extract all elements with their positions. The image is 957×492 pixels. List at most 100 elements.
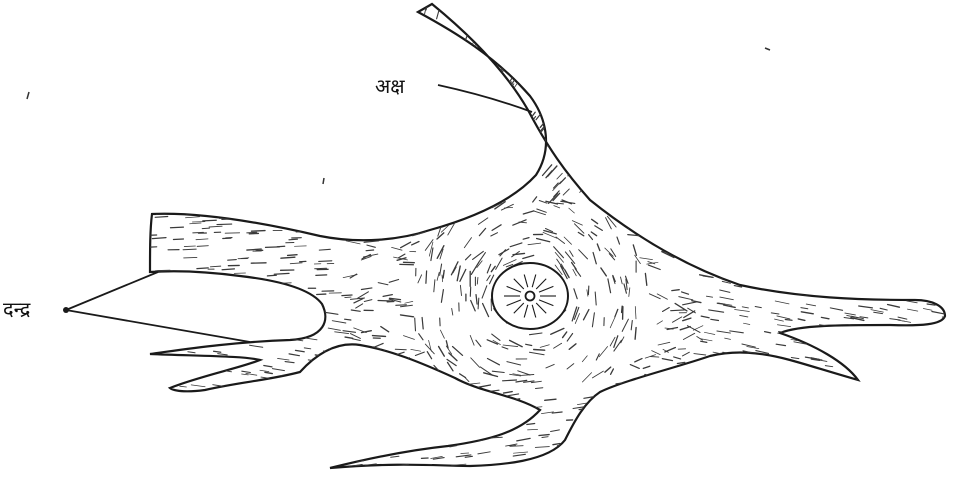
fibril-stroke [188,443,200,445]
fibril-stroke [775,208,787,210]
fibril-stroke [604,45,616,49]
fibril-stroke [373,168,380,171]
fibril-stroke [211,19,219,20]
fibril-stroke [280,191,291,192]
fibril-stroke [270,9,281,10]
fibril-stroke [307,409,316,410]
fibril-stroke [493,130,496,136]
fibril-stroke [336,470,345,471]
fibril-stroke [816,145,829,147]
fibril-stroke [915,292,924,293]
fibril-stroke [765,399,775,401]
fibril-stroke [752,378,766,381]
fibril-stroke [771,22,784,24]
fibril-stroke [745,151,756,153]
fibril-stroke [934,243,941,245]
fibril-stroke [705,422,719,425]
fibril-stroke [837,59,847,61]
fibril-stroke [236,64,246,65]
fibril-stroke [592,149,601,156]
fibril-stroke [936,433,948,435]
fibril-stroke [429,45,432,58]
fibril-stroke [224,192,231,193]
fibril-stroke [327,435,335,436]
fibril-stroke [199,475,206,476]
fibril-stroke [587,154,597,162]
fibril-stroke [670,250,681,253]
fibril-stroke [803,413,813,415]
fibril-stroke [264,57,273,58]
fibril-stroke [931,6,943,9]
fibril-stroke [541,12,547,19]
fibril-stroke [748,98,757,100]
fibril-stroke [742,167,752,169]
fibril-stroke [496,42,499,48]
fibril-stroke [669,53,678,57]
fibril-stroke [832,57,844,59]
fibril-stroke [835,26,844,27]
fibril-stroke [603,414,615,416]
fibril-stroke [189,470,202,472]
fibril-stroke [214,92,224,93]
fibril-stroke [173,166,184,167]
fibril-stroke [836,223,847,225]
fibril-stroke [411,71,412,78]
fibril-stroke [492,417,501,418]
fibril-stroke [862,364,870,366]
fibril-stroke [588,0,599,6]
fibril-stroke [725,474,732,475]
fibril-stroke [726,382,734,384]
fibril-stroke [296,474,307,475]
fibril-stroke [290,31,301,32]
fibril-stroke [456,149,459,158]
fibril-stroke [501,0,508,10]
fibril-stroke [926,175,940,178]
fibril-stroke [152,39,163,40]
fibril-stroke [218,43,227,44]
fibril-stroke [361,364,373,367]
fibril-stroke [241,96,252,97]
fibril-stroke [639,192,646,194]
fibril-stroke [372,414,385,416]
fibril-stroke [166,392,173,393]
fibril-stroke [922,231,930,232]
fibril-stroke [391,440,405,441]
fibril-stroke [727,190,735,191]
fibril-stroke [937,337,945,339]
fibril-stroke [890,19,902,21]
fibril-stroke [776,412,783,413]
fibril-stroke [558,42,563,47]
fibril-stroke [822,391,829,392]
fibril-stroke [333,80,341,81]
fibril-stroke [492,174,495,180]
fibril-stroke [832,467,839,468]
fibril-stroke [447,386,462,387]
fibril-stroke [758,122,766,124]
fibril-stroke [219,195,233,196]
fibril-stroke [893,282,905,285]
fibril-stroke [685,221,695,223]
fibril-stroke [783,200,791,201]
fibril-stroke [214,131,229,132]
fibril-stroke [588,45,597,52]
fibril-stroke [829,190,835,191]
fibril-stroke [754,13,762,15]
fibril-stroke [590,479,598,480]
fibril-stroke [613,104,623,110]
fibril-stroke [149,37,164,38]
fibril-stroke [721,17,734,19]
fibril-stroke [472,194,475,200]
fibril-stroke [383,411,394,412]
fibril-stroke [741,126,753,128]
fibril-stroke [151,425,163,426]
fibril-stroke [803,479,809,480]
fibril-stroke [730,421,737,422]
fibril-stroke [148,472,160,474]
fibril-stroke [748,0,759,2]
fibril-stroke [222,87,236,88]
fibril-stroke [668,81,676,82]
fibril-stroke [794,264,808,267]
fibril-stroke [879,459,892,461]
fibril-stroke [408,88,409,95]
fibril-stroke [366,151,376,153]
